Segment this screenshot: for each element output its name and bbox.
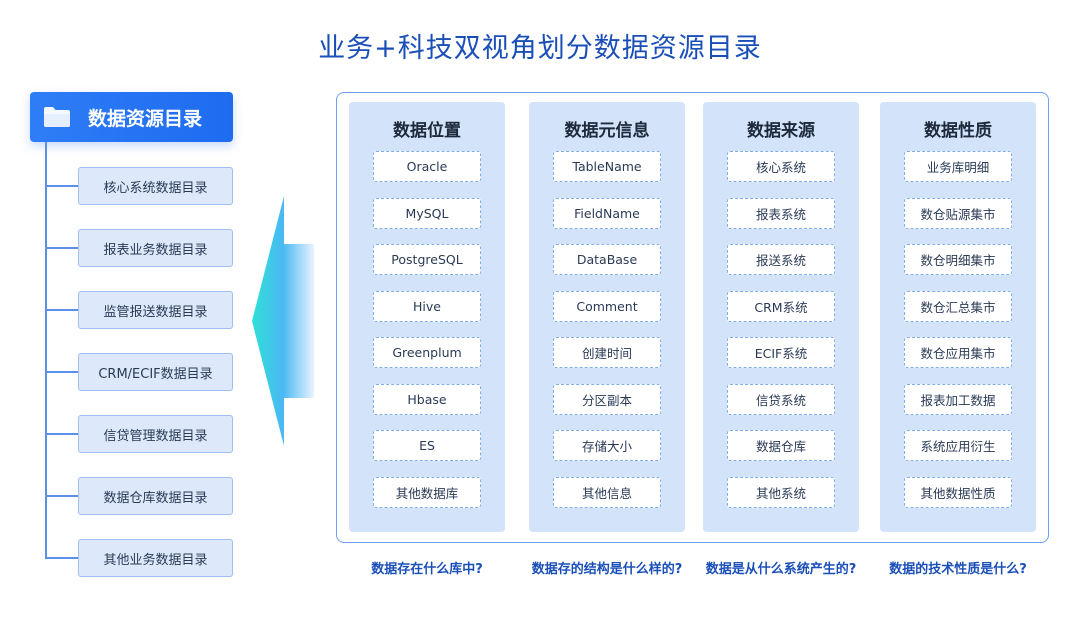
catalog-tree-item[interactable]: 核心系统数据目录 [78, 167, 233, 205]
column-item[interactable]: Hbase [373, 383, 481, 415]
page-title: 业务+科技双视角划分数据资源目录 [318, 33, 762, 64]
column-question: 数据存的结构是什么样的? [531, 562, 683, 577]
column-item[interactable]: 业务库明细 [904, 151, 1012, 182]
column-item[interactable]: TableName [553, 151, 661, 182]
tree-branch-line [45, 309, 78, 311]
column-item[interactable]: 核心系统 [727, 151, 835, 182]
column-card: 数据性质业务库明细数仓贴源集市数仓明细集市数仓汇总集市数仓应用集市报表加工数据系… [880, 102, 1036, 532]
column-item[interactable]: 信贷系统 [727, 383, 835, 415]
column-item[interactable]: 数仓汇总集市 [904, 290, 1012, 322]
tree-branch-line [45, 495, 78, 497]
tree-branch-line [45, 247, 78, 249]
catalog-tree-item[interactable]: 监管报送数据目录 [78, 291, 233, 329]
catalog-tree-item[interactable]: 其他业务数据目录 [78, 539, 233, 577]
column-title: 数据元信息 [564, 121, 650, 141]
column-item[interactable]: Hive [373, 290, 481, 322]
column-item[interactable]: 报送系统 [727, 244, 835, 275]
column-question: 数据的技术性质是什么? [889, 562, 1027, 577]
column-item[interactable]: 报表加工数据 [904, 383, 1012, 415]
column-title: 数据来源 [747, 121, 815, 141]
column-item[interactable]: 数据仓库 [727, 430, 835, 461]
column-title: 数据性质 [924, 121, 992, 141]
column-item[interactable]: PostgreSQL [373, 244, 481, 275]
column-question: 数据存在什么库中? [371, 562, 483, 577]
tree-branch-line [45, 185, 78, 187]
folder-icon [44, 107, 70, 127]
tree-branch-line [45, 433, 78, 435]
catalog-tree-item[interactable]: 报表业务数据目录 [78, 229, 233, 267]
column-item[interactable]: ES [373, 430, 481, 461]
column-item[interactable]: 数仓明细集市 [904, 244, 1012, 275]
catalog-root[interactable]: 数据资源目录 [30, 92, 233, 142]
column-item[interactable]: 数仓贴源集市 [904, 197, 1012, 229]
column-title: 数据位置 [393, 121, 461, 141]
column-item[interactable]: 分区副本 [553, 383, 661, 415]
column-item[interactable]: DataBase [553, 244, 661, 275]
column-item[interactable]: Oracle [373, 151, 481, 182]
column-item[interactable]: CRM系统 [727, 290, 835, 322]
tree-branch-line [45, 557, 78, 559]
catalog-root-label: 数据资源目录 [88, 107, 203, 130]
tree-trunk-line [45, 142, 47, 558]
catalog-tree-item[interactable]: 信贷管理数据目录 [78, 415, 233, 453]
catalog-tree-item[interactable]: 数据仓库数据目录 [78, 477, 233, 515]
column-item[interactable]: FieldName [553, 197, 661, 229]
column-item[interactable]: 其他信息 [553, 476, 661, 508]
catalog-tree-item[interactable]: CRM/ECIF数据目录 [78, 353, 233, 391]
column-item[interactable]: 系统应用衍生 [904, 430, 1012, 461]
column-item[interactable]: ECIF系统 [727, 337, 835, 368]
column-item[interactable]: 其他数据性质 [904, 476, 1012, 508]
column-item[interactable]: Greenplum [373, 337, 481, 368]
column-card: 数据来源核心系统报表系统报送系统 CRM系统 ECIF系统信贷系统数据仓库其他系统 [703, 102, 859, 532]
column-item[interactable]: 报表系统 [727, 197, 835, 229]
column-item[interactable]: 其他数据库 [373, 476, 481, 508]
column-item[interactable]: MySQL [373, 197, 481, 229]
column-item[interactable]: Comment [553, 290, 661, 322]
column-item[interactable]: 其他系统 [727, 476, 835, 508]
column-item[interactable]: 存储大小 [553, 430, 661, 461]
tree-branch-line [45, 371, 78, 373]
column-item[interactable]: 数仓应用集市 [904, 337, 1012, 368]
column-question: 数据是从什么系统产生的? [705, 562, 857, 577]
left-arrow-icon [252, 196, 314, 446]
column-item[interactable]: 创建时间 [553, 337, 661, 368]
